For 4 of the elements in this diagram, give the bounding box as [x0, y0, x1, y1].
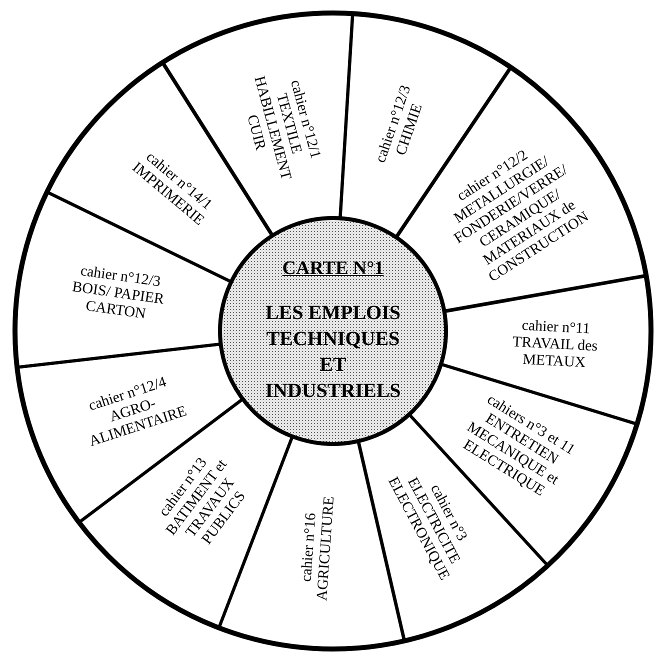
- map-subject: LES EMPLOIS TECHNIQUES ET INDUSTRIELS: [264, 301, 402, 404]
- center-disc: [218, 216, 448, 446]
- sector-label: AGRICULTURE: [314, 496, 338, 602]
- map-title: CARTE N°1: [282, 258, 384, 280]
